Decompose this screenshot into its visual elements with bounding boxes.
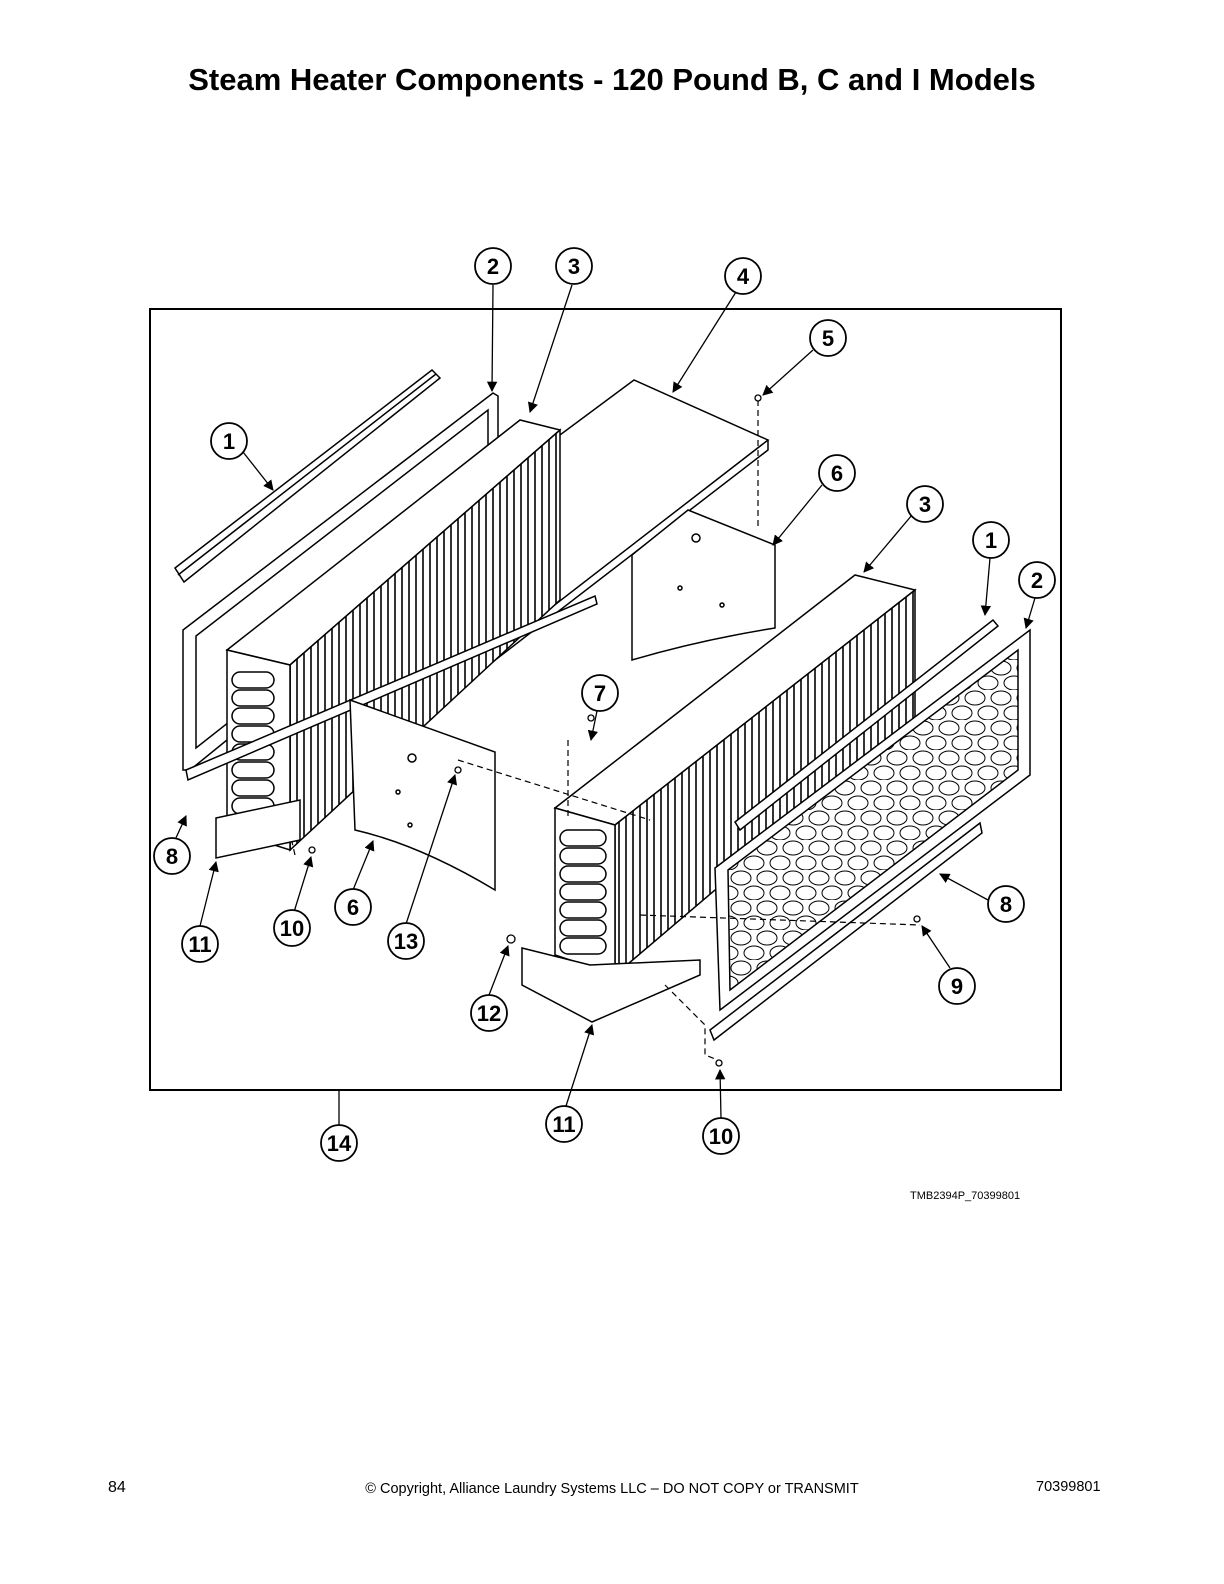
svg-text:2: 2 [487, 254, 499, 279]
rear-baffle [631, 509, 776, 662]
svg-text:1: 1 [985, 528, 997, 553]
svg-text:3: 3 [919, 492, 931, 517]
right-lower-rail [709, 821, 983, 1042]
hardware [308, 394, 921, 1067]
left-lower-rail [185, 594, 598, 782]
svg-text:8: 8 [166, 844, 178, 869]
callout: 1 [972, 521, 1010, 559]
callout: 8 [153, 837, 191, 875]
callout: 11 [181, 925, 219, 963]
callout: 10 [702, 1117, 740, 1155]
callout: 14 [320, 1124, 358, 1162]
callout: 3 [906, 485, 944, 523]
document-number: 70399801 [1036, 1479, 1101, 1495]
right-bottom-bracket [521, 947, 701, 1023]
leader-lines [174, 284, 1036, 1126]
svg-text:11: 11 [188, 932, 211, 957]
callout: 6 [334, 888, 372, 926]
callout: 5 [809, 319, 847, 357]
front-baffle [349, 698, 496, 892]
svg-text:5: 5 [822, 326, 834, 351]
callout: 2 [1018, 561, 1056, 599]
svg-text:3: 3 [568, 254, 580, 279]
svg-text:10: 10 [709, 1124, 733, 1149]
svg-text:4: 4 [737, 264, 750, 289]
left-bracket-rail [173, 369, 442, 584]
right-bracket-rail [734, 618, 1000, 832]
callout: 6 [818, 454, 856, 492]
page-number: 84 [108, 1479, 126, 1496]
callout: 11 [545, 1105, 583, 1143]
svg-text:7: 7 [594, 681, 606, 706]
svg-text:11: 11 [552, 1112, 575, 1137]
assembly-frame [149, 308, 1062, 1091]
copyright-notice: © Copyright, Alliance Laundry Systems LL… [365, 1481, 859, 1497]
figure-id: TMB2394P_70399801 [910, 1190, 1021, 1202]
assembly-guide-lines [291, 400, 921, 1061]
svg-text:6: 6 [347, 895, 359, 920]
svg-text:10: 10 [280, 916, 304, 941]
callout: 1 [210, 422, 248, 460]
svg-text:13: 13 [394, 929, 418, 954]
svg-text:2: 2 [1031, 568, 1043, 593]
right-filter-screen [714, 628, 1031, 1012]
svg-text:9: 9 [951, 974, 963, 999]
callout: 2 [474, 247, 512, 285]
svg-text:12: 12 [477, 1001, 501, 1026]
svg-text:1: 1 [223, 429, 235, 454]
page-title: Steam Heater Components - 120 Pound B, C… [188, 62, 1036, 97]
callout: 10 [273, 909, 311, 947]
callout: 8 [987, 885, 1025, 923]
callout: 4 [724, 257, 762, 295]
callout: 13 [387, 922, 425, 960]
svg-text:8: 8 [1000, 892, 1012, 917]
callout: 12 [470, 994, 508, 1032]
svg-text:6: 6 [831, 461, 843, 486]
svg-text:14: 14 [327, 1131, 352, 1156]
callout: 7 [581, 674, 619, 712]
right-heater-coil [553, 574, 917, 977]
callout: 3 [555, 247, 593, 285]
left-bottom-bracket [215, 799, 301, 859]
callout: 9 [938, 967, 976, 1005]
